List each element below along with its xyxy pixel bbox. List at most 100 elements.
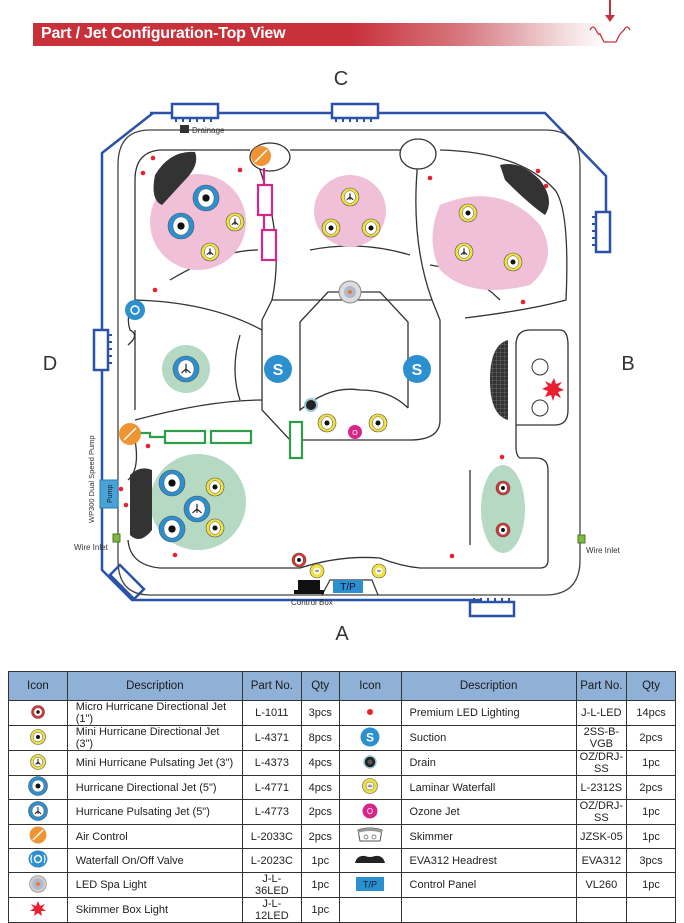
pump: [99, 479, 119, 509]
waterfall-valve-icon: [28, 850, 48, 871]
premium-led: [427, 175, 433, 181]
part-no-cell: L-1011: [241, 700, 302, 726]
description-cell: Hurricane Pulsating Jet (5"): [66, 799, 243, 825]
part-no-cell: OZ/DRJ-SS: [575, 799, 628, 825]
premium-led: [123, 502, 129, 508]
hurricane-directional-jet: [192, 184, 220, 212]
hurricane-pulsating-jet: [183, 495, 211, 523]
drainage-label: Drainage: [192, 126, 225, 135]
section-title: Part / Jet Configuration-Top View: [41, 25, 286, 42]
svg-text:S: S: [366, 730, 374, 744]
svg-text:T/P: T/P: [363, 879, 377, 889]
table-row: Mini Hurricane Directional Jet (3")L-437…: [8, 725, 676, 751]
micro-hurricane-directional-jet: [495, 522, 511, 538]
headrest-icon: [353, 853, 387, 868]
table-row: Micro Hurricane Directional Jet (1")L-10…: [8, 700, 676, 726]
headrest-bottom: [130, 468, 152, 539]
side-label-right: B: [621, 353, 634, 375]
part-no-cell: L-2033C: [241, 824, 302, 849]
qty-cell: 2pcs: [626, 725, 676, 751]
wire-inlet-right: [577, 534, 586, 544]
mini-hurricane-directional-jet-icon: [30, 728, 46, 748]
header-icon: Icon: [8, 671, 68, 701]
qty-cell: 8pcs: [300, 725, 340, 751]
description-cell: Micro Hurricane Directional Jet (1"): [66, 700, 243, 726]
hurricane-pulsating-jet: [172, 355, 200, 383]
part-no-cell: L-2312S: [575, 775, 628, 800]
icon-cell: T/P: [338, 872, 402, 898]
green-air-line: [138, 420, 304, 460]
icon-cell: [8, 824, 68, 849]
premium-led: [499, 454, 505, 460]
control-panel-label: T/P: [340, 582, 356, 593]
description-cell: EVA312 Headrest: [400, 848, 577, 873]
icon-cell: [338, 750, 402, 776]
control-box-label: Control Box: [291, 598, 333, 607]
mini-hurricane-directional-jet: [205, 477, 225, 497]
description-cell: LED Spa Light: [66, 872, 243, 898]
premium-led: [140, 170, 146, 176]
icon-cell: [8, 775, 68, 800]
icon-cell: [8, 872, 68, 898]
premium-led: [449, 553, 455, 559]
description-cell: Drain: [400, 750, 577, 776]
pump-label: Pump: [107, 485, 114, 503]
icon-cell: [338, 775, 402, 800]
part-no-cell: L-4373: [241, 750, 302, 776]
qty-cell: 2pcs: [300, 799, 340, 825]
premium-led: [150, 155, 156, 161]
zone-pink-right: [432, 196, 548, 290]
mini-hurricane-directional-jet: [317, 413, 337, 433]
premium-led: [535, 168, 541, 174]
pump-name-label: WP300 Dual Speed Pump: [87, 435, 96, 523]
control-panel-icon: T/P: [356, 876, 385, 894]
header-qty: Qty: [300, 671, 340, 701]
mini-hurricane-directional-jet: [503, 252, 523, 272]
description-cell: Mini Hurricane Pulsating Jet (3"): [66, 750, 243, 776]
description-cell: Air Control: [66, 824, 243, 849]
qty-cell: 14pcs: [626, 700, 676, 726]
header-part-no: Part No.: [241, 671, 302, 701]
hurricane-directional-jet: [167, 212, 195, 240]
mini-hurricane-pulsating-jet: [225, 212, 245, 232]
part-no-cell: VL260: [575, 872, 628, 898]
section-header-banner: Part / Jet Configuration-Top View: [33, 23, 608, 46]
premium-led: [152, 287, 158, 293]
qty-cell: 1pc: [300, 848, 340, 873]
filter-cup-right: [399, 138, 437, 170]
qty-cell: 1pc: [626, 872, 676, 898]
parts-table: Icon Description Part No. Qty Icon Descr…: [8, 671, 676, 923]
side-label-left: D: [43, 353, 57, 375]
qty-cell: 4pcs: [300, 775, 340, 800]
icon-cell: S: [338, 725, 402, 751]
drain: [304, 398, 318, 412]
mini-hurricane-pulsating-jet: [200, 242, 220, 262]
svg-text:O: O: [352, 430, 358, 437]
spa-top-view-diagram: C B A D: [43, 68, 635, 645]
part-no-cell: L-4773: [241, 799, 302, 825]
control-box: [298, 580, 320, 592]
qty-cell: 1pc: [626, 750, 676, 776]
icon-cell: [8, 750, 68, 776]
mini-hurricane-directional-jet: [458, 203, 478, 223]
qty-cell: 1pc: [300, 872, 340, 898]
skimmer-box-light-icon: [542, 378, 564, 401]
zone-pink-left: [150, 174, 246, 270]
headrest-right: [500, 164, 549, 215]
qty-cell: 3pcs: [300, 700, 340, 726]
ozone-jet: O: [348, 425, 362, 439]
description-cell: Suction: [400, 725, 577, 751]
laminar-waterfall: [371, 563, 387, 579]
icon-cell: O: [338, 799, 402, 825]
icon-cell: [8, 700, 68, 726]
laminar-waterfall-icon: [362, 778, 378, 797]
mini-hurricane-pulsating-jet: [454, 242, 474, 262]
micro-hurricane-directional-jet: [495, 480, 511, 496]
icon-cell: [338, 848, 402, 873]
part-no-cell: EVA312: [575, 848, 628, 873]
icon-cell: [338, 700, 402, 726]
